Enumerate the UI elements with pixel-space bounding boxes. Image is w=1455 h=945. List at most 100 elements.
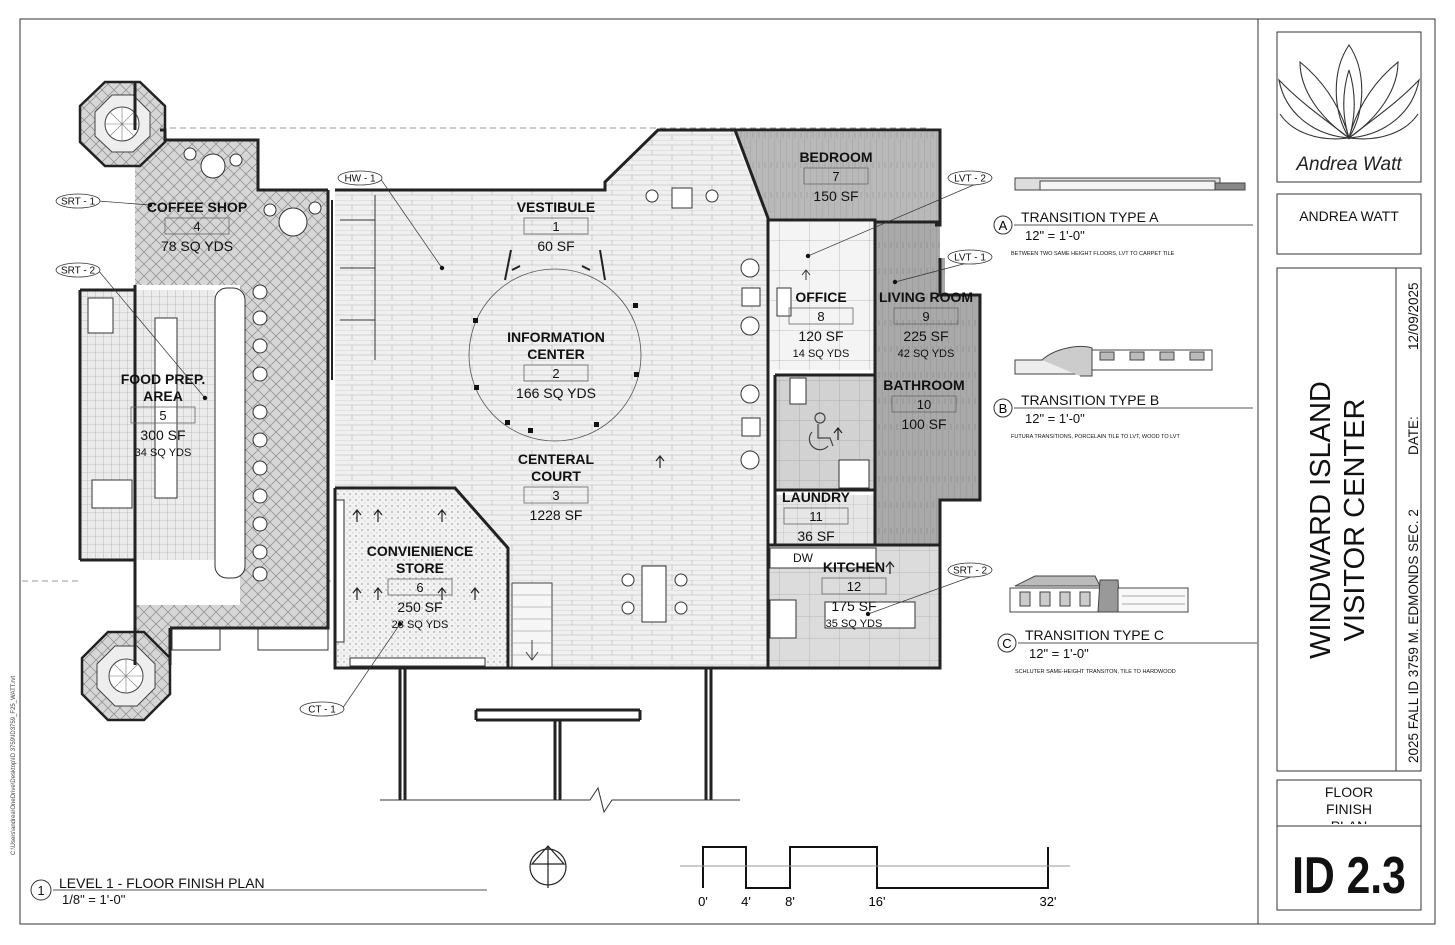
room-name: FOOD PREP. bbox=[121, 371, 206, 387]
material-tag-label: CT - 1 bbox=[308, 705, 336, 716]
room-tag: VESTIBULE 1 60 SF bbox=[517, 199, 596, 254]
room-name: BEDROOM bbox=[799, 149, 872, 165]
graphic-scale bbox=[702, 846, 1049, 889]
room-name: KITCHEN bbox=[823, 559, 885, 575]
room-area: 78 SQ YDS bbox=[161, 238, 233, 254]
room-sq-yds: 14 SQ YDS bbox=[793, 348, 850, 360]
room-name: LAUNDRY bbox=[782, 489, 851, 505]
material-tag-label: SRT - 2 bbox=[61, 266, 96, 277]
material-tag-label: SRT - 1 bbox=[61, 197, 96, 208]
room-name-line2: STORE bbox=[396, 560, 444, 576]
room-sq-yds: 42 SQ YDS bbox=[898, 348, 955, 360]
transition-title: TRANSITION TYPE A bbox=[1021, 209, 1159, 225]
transition-letter: C bbox=[1002, 636, 1011, 651]
room-area: 150 SF bbox=[813, 188, 858, 204]
room-name: OFFICE bbox=[795, 289, 846, 305]
laundry-floor bbox=[775, 495, 875, 545]
room-name-line2: CENTER bbox=[527, 346, 585, 362]
date-value: 12/09/2025 bbox=[1406, 282, 1421, 350]
room-name: CONVIENIENCE bbox=[367, 543, 474, 559]
scale-label: 8' bbox=[785, 894, 795, 909]
view-number: 1 bbox=[37, 883, 44, 898]
room-tag: LAUNDRY 11 36 SF bbox=[782, 489, 851, 544]
transition-scale: 12" = 1'-0" bbox=[1025, 411, 1085, 426]
material-tag: SRT - 1 bbox=[55, 193, 153, 209]
room-number: 9 bbox=[922, 309, 929, 324]
room-number: 12 bbox=[847, 579, 861, 594]
room-name-line2: AREA bbox=[143, 388, 183, 404]
room-number: 8 bbox=[817, 309, 824, 324]
material-tag: HW - 1 bbox=[337, 170, 445, 271]
room-number: 10 bbox=[917, 397, 931, 412]
room-number: 2 bbox=[552, 366, 559, 381]
room-area: 166 SQ YDS bbox=[516, 385, 596, 401]
gazebo-top bbox=[78, 80, 167, 168]
room-name: INFORMATION bbox=[507, 329, 605, 345]
scale-label: 0' bbox=[698, 894, 708, 909]
transition-type-a: A TRANSITION TYPE A 12" = 1'-0" BETWEEN TWO… bbox=[993, 209, 1253, 257]
room-sq-yds: 28 SQ YDS bbox=[392, 619, 449, 631]
transition-scale: 12" = 1'-0" bbox=[1029, 646, 1089, 661]
room-number: 5 bbox=[159, 408, 166, 423]
file-path: C:\Users\andrea\OneDrive\Desktop\ID 3759… bbox=[11, 676, 17, 855]
room-tag: FOOD PREP.AREA 5 300 SF 34 SQ YDS bbox=[121, 371, 206, 459]
material-tag: SRT - 2 bbox=[865, 562, 993, 617]
material-tag: SRT - 2 bbox=[55, 262, 208, 401]
room-number: 1 bbox=[552, 219, 559, 234]
designer-signature: Andrea Watt bbox=[1295, 154, 1402, 175]
material-tag-label: LVT - 2 bbox=[954, 174, 986, 185]
room-area: 36 SF bbox=[797, 528, 834, 544]
view-scale: 1/8" = 1'-0" bbox=[62, 892, 126, 907]
lotus-logo-icon bbox=[1278, 44, 1420, 140]
gazebo-bottom bbox=[80, 630, 172, 722]
room-name: LIVING ROOM bbox=[879, 289, 973, 305]
coffee-shop-floor bbox=[135, 130, 328, 665]
transition-letter: B bbox=[999, 401, 1008, 416]
room-name: COFFEE SHOP bbox=[147, 199, 247, 215]
room-sq-yds: 35 SQ YDS bbox=[826, 618, 883, 630]
room-name: VESTIBULE bbox=[517, 199, 596, 215]
project-title-line1: WINDWARD ISLAND bbox=[1305, 381, 1337, 659]
room-sq-yds: 34 SQ YDS bbox=[135, 447, 192, 459]
transition-letter: A bbox=[999, 218, 1008, 233]
convenience-store-floor bbox=[335, 488, 508, 668]
central-court-floor bbox=[328, 130, 768, 668]
room-number: 4 bbox=[193, 219, 200, 234]
room-area: 1228 SF bbox=[530, 507, 583, 523]
transition-b-detail bbox=[1014, 346, 1213, 377]
material-tag: LVT - 2 bbox=[805, 170, 993, 259]
accessibility-icon bbox=[808, 412, 834, 451]
room-name: CENTERAL bbox=[518, 451, 595, 467]
living-room-floor bbox=[875, 222, 980, 545]
transition-note: SCHLUTER SAME-HEIGHT TRANSITON, TILE TO … bbox=[1015, 669, 1176, 675]
transition-scale: 12" = 1'-0" bbox=[1025, 228, 1085, 243]
date-label: DATE: bbox=[1406, 416, 1421, 455]
room-area: 60 SF bbox=[537, 238, 574, 254]
room-number: 3 bbox=[552, 488, 559, 503]
room-area: 100 SF bbox=[901, 416, 946, 432]
bedroom-floor bbox=[735, 132, 940, 225]
room-number: 6 bbox=[416, 580, 423, 595]
room-name: BATHROOM bbox=[883, 377, 964, 393]
dishwasher-label: DW bbox=[793, 551, 814, 565]
room-area: 250 SF bbox=[397, 599, 442, 615]
transition-note: BETWEEN TWO SAME HEIGHT FLOORS, LVT TO C… bbox=[1011, 251, 1175, 257]
scale-label: 16' bbox=[869, 894, 886, 909]
material-tag: LVT - 1 bbox=[892, 249, 993, 285]
room-name-line2: COURT bbox=[531, 468, 581, 484]
room-number: 11 bbox=[809, 509, 823, 524]
north-arrow-icon bbox=[529, 845, 567, 888]
sheet-title: FLOOR FINISH PLAN bbox=[1324, 784, 1374, 824]
room-area: 300 SF bbox=[140, 427, 185, 443]
material-tag: CT - 1 bbox=[299, 621, 403, 717]
material-tag-label: LVT - 1 bbox=[954, 253, 986, 264]
transition-a-detail bbox=[1014, 177, 1246, 191]
transition-title: TRANSITION TYPE B bbox=[1021, 392, 1159, 408]
